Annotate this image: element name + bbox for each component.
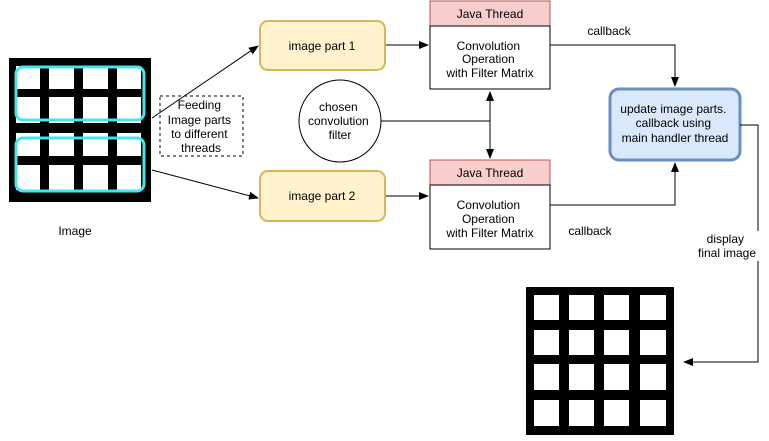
image-part-1-label: image part 1 <box>289 39 356 53</box>
callback-arrow-2 <box>550 162 679 206</box>
feeding-note-box <box>159 95 244 157</box>
java-thread-1 <box>429 0 551 90</box>
final-image-grid <box>526 287 674 435</box>
display-final-image-label: display final image <box>698 232 756 260</box>
image-part-1-box <box>259 20 386 71</box>
source-image-grid <box>9 58 151 202</box>
java-thread-1-header: Java Thread <box>457 7 524 21</box>
java-thread-2-header: Java Thread <box>457 166 524 180</box>
selection-outline-part-2 <box>14 136 146 193</box>
convolution-filter-label: chosen convolution filter <box>308 100 372 142</box>
callback-label-1: callback <box>587 24 631 38</box>
java-thread-2 <box>429 159 551 250</box>
java-thread-2-body: Convolution Operation with Filter Matrix <box>445 198 533 240</box>
arrow-image-to-part-2 <box>151 169 259 200</box>
feeding-note-text: Feeding Image parts to different threads <box>168 98 235 155</box>
callback-arrow-1 <box>550 44 679 87</box>
arrow-image-to-part-1 <box>151 45 259 119</box>
image-label: Image <box>58 224 92 238</box>
java-thread-1-body: Convolution Operation with Filter Matrix <box>445 39 533 80</box>
display-label-bg <box>697 231 759 261</box>
update-image-parts-label: update image parts. callback using main … <box>620 102 729 145</box>
image-part-2-box <box>259 170 386 222</box>
selection-outline-part-1 <box>14 65 146 122</box>
image-part-2-label: image part 2 <box>289 189 356 203</box>
callback-label-2: callback <box>568 224 612 238</box>
